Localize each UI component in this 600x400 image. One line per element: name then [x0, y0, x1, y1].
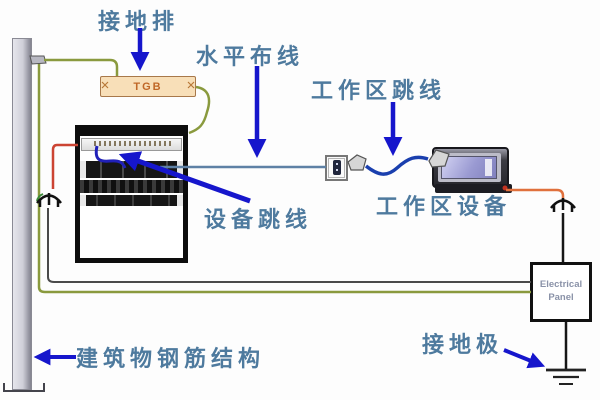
- switch-unit-3: [80, 195, 183, 206]
- rj45-connector-icon: [347, 154, 367, 171]
- label-grounding-electrode: 接地极: [422, 332, 504, 357]
- pole-bonding-lug-icon: [29, 55, 47, 65]
- monitor-screen: [441, 156, 497, 179]
- earth-ground-icon: [546, 368, 586, 385]
- screen-glare: [485, 159, 492, 176]
- label-work-area-equipment: 工作区设备: [376, 194, 512, 219]
- device-power-cord: [506, 188, 565, 201]
- work-area-jumper-cable: [364, 155, 429, 176]
- patch-panel: [81, 138, 182, 151]
- switch-unit-2: [80, 180, 183, 193]
- label-horizontal-cabling: 水平布线: [196, 44, 305, 69]
- jack-pin: [336, 163, 338, 165]
- rack-rail: [177, 161, 183, 178]
- rack-rail: [80, 195, 86, 206]
- outlet-jack: [333, 160, 341, 175]
- ground-wire-pole-to-tgb: [44, 58, 119, 76]
- power-plug-icon: [550, 198, 576, 212]
- cabinet-top-bar: [80, 130, 183, 136]
- label-equipment-jumper: 设备跳线: [204, 207, 313, 232]
- electrical-panel-label: Electrical Panel: [539, 279, 583, 303]
- tgb-busbar: TGB: [100, 76, 196, 97]
- wall-outlet: [325, 155, 348, 181]
- work-area-computer: [432, 147, 509, 188]
- rack-rail: [80, 161, 86, 178]
- label-grounding-bar: 接地排: [98, 9, 180, 34]
- building-steel-pole: [12, 38, 32, 390]
- electrical-panel: Electrical Panel: [530, 262, 592, 322]
- power-plug-icon: [36, 193, 62, 207]
- label-building-steel: 建筑物钢筋结构: [76, 346, 266, 371]
- equipment-cabinet: [75, 125, 188, 263]
- arrow-grounding-electrode: [503, 348, 546, 369]
- tgb-label: TGB: [133, 80, 163, 93]
- jack-pin: [336, 169, 338, 171]
- rack-rail: [177, 195, 183, 206]
- label-work-area-jumper: 工作区跳线: [311, 78, 447, 103]
- green-ground-lead: [36, 193, 44, 202]
- switch-unit-1: [80, 161, 183, 178]
- patch-panel-labels: [94, 141, 171, 146]
